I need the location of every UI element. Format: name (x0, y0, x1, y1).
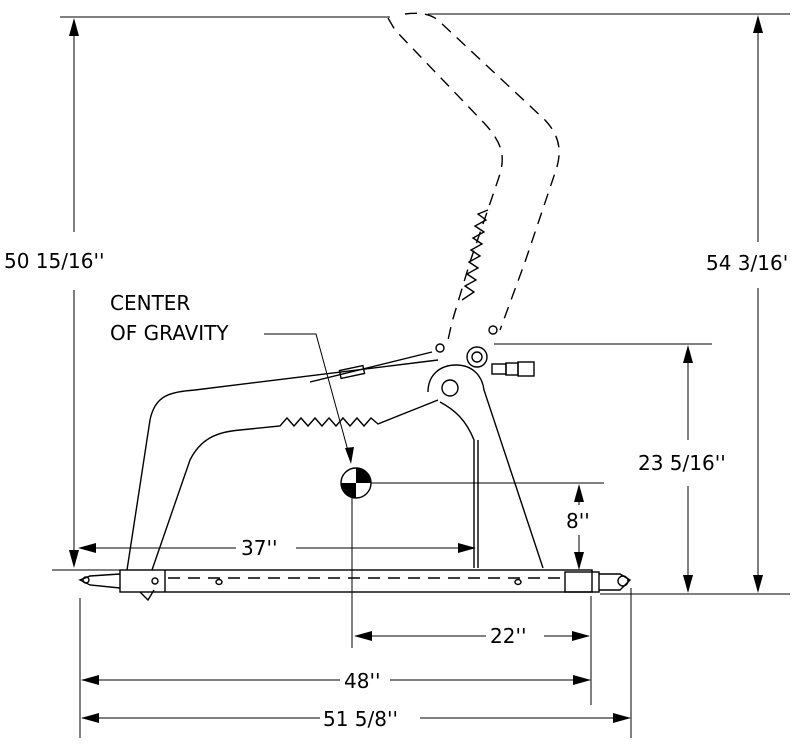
dim-cg-height: 8'' (566, 484, 590, 570)
dim-cg-from-front: 22'' (354, 624, 590, 648)
dim-label-pivot-height: 23 5/16'' (638, 451, 726, 475)
center-of-gravity-callout: CENTER OF GRAVITY (110, 291, 354, 464)
dim-label-frame-length: 48'' (344, 669, 380, 693)
dim-label-cg-from-front: 22'' (490, 624, 526, 648)
dim-cg-from-rear: 37'' (78, 536, 476, 560)
extension-lines (52, 13, 790, 738)
dim-overall-height-raised: 54 3/16' (706, 15, 788, 593)
dim-overall-length: 51 5/8'' (81, 707, 631, 731)
dim-label-overall-height-lowered: 50 15/16'' (4, 249, 104, 273)
dim-label-cg-from-rear: 37'' (241, 536, 277, 560)
raised-arm-phantom (387, 12, 560, 341)
hydraulic-fitting (491, 361, 535, 377)
dim-label-cg-height: 8'' (566, 509, 590, 533)
dim-pivot-height: 23 5/16'' (638, 345, 726, 593)
cog-label-line2: OF GRAVITY (110, 321, 229, 345)
dim-label-overall-height-raised: 54 3/16' (706, 251, 788, 275)
cog-label-line1: CENTER (110, 291, 190, 315)
lower-arm (126, 351, 439, 571)
base-frame (78, 569, 632, 602)
pivot-mast (338, 325, 544, 569)
dim-frame-length: 48'' (81, 669, 591, 693)
dim-label-overall-length: 51 5/8'' (323, 707, 398, 731)
dim-overall-height-lowered: 50 15/16'' (4, 18, 104, 568)
cog-symbol (340, 467, 372, 499)
